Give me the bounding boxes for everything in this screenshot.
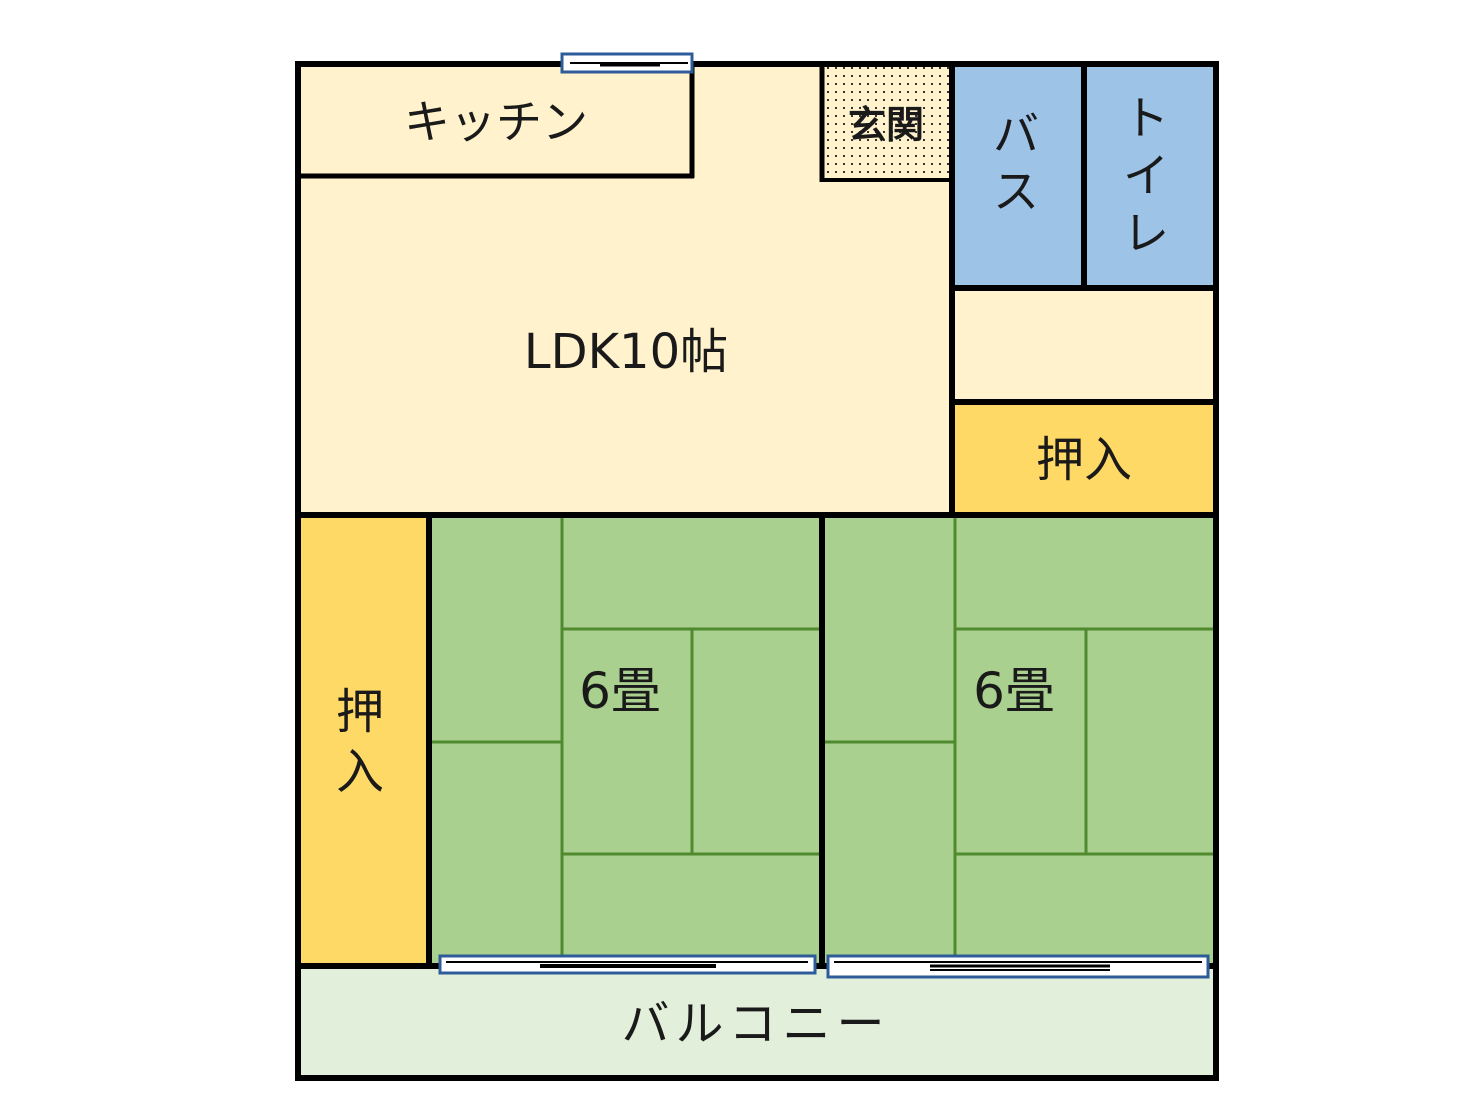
closet-right-label: 押入 bbox=[1036, 432, 1132, 488]
tatami-left-label: 6畳 bbox=[579, 662, 661, 720]
entrance-label: 玄関 bbox=[848, 103, 924, 147]
tatami-seams-left bbox=[430, 516, 822, 966]
balcony-area bbox=[300, 966, 1214, 1076]
tatami-right-label: 6畳 bbox=[973, 662, 1055, 720]
closet-left-room bbox=[300, 516, 428, 966]
closet-right-room bbox=[955, 402, 1214, 514]
kitchen-label: キッチン bbox=[404, 95, 588, 149]
ldk-label: LDK10帖 bbox=[524, 324, 728, 380]
bath-room bbox=[955, 66, 1084, 286]
kitchen-room bbox=[300, 66, 692, 176]
tatami-seams-right bbox=[822, 516, 1214, 966]
hall-room bbox=[955, 288, 1214, 402]
window-balcony-left bbox=[438, 954, 817, 975]
closet-left-label: 押入 bbox=[336, 684, 384, 800]
window-balcony-right bbox=[826, 954, 1210, 979]
toilet-room bbox=[1084, 66, 1214, 286]
bath-label: バス bbox=[993, 107, 1039, 219]
balcony-label: バルコニー bbox=[621, 996, 890, 1052]
toilet-label: トイレ bbox=[1123, 91, 1169, 260]
window-top bbox=[560, 52, 694, 74]
entrance-room bbox=[822, 66, 950, 180]
